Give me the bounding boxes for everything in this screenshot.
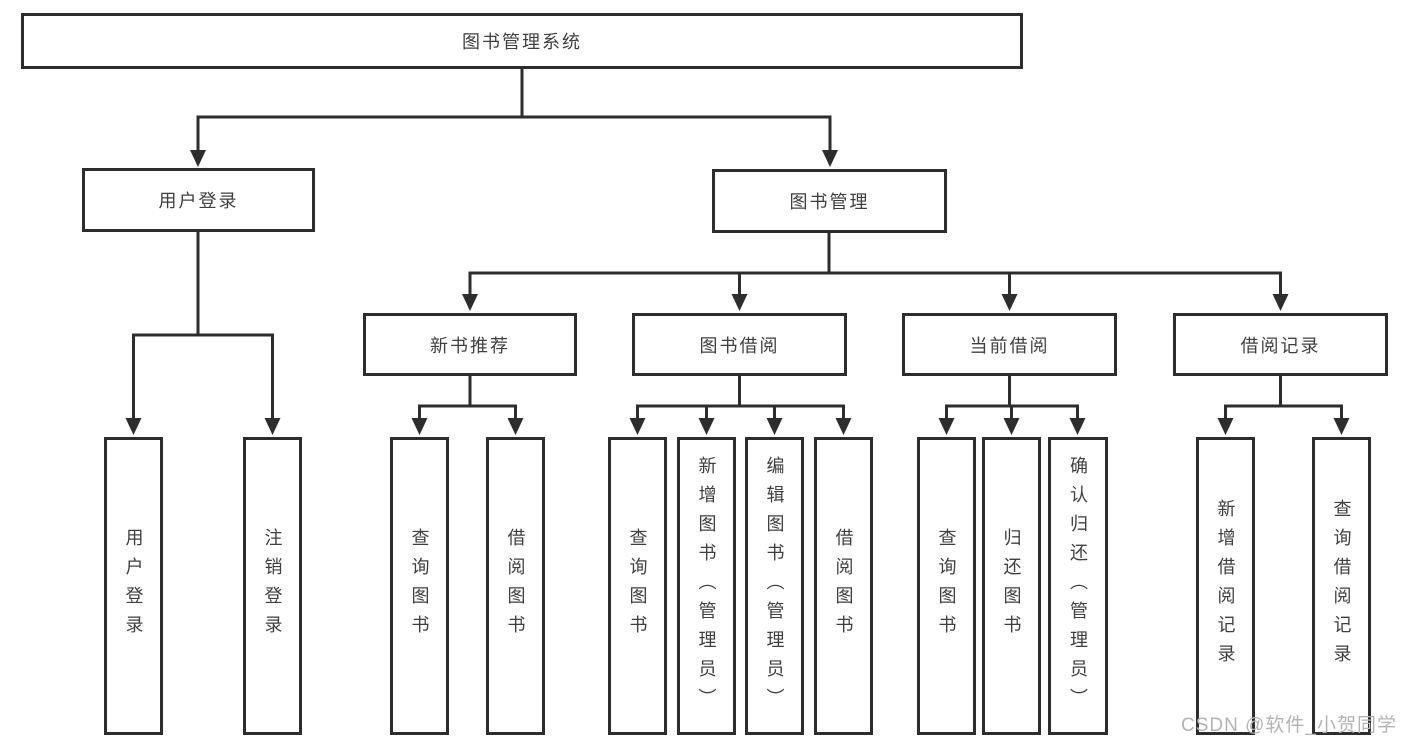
leaf-borrow-books-label: 借阅图书 [833,528,854,644]
node-current-borrow: 当前借阅 [902,313,1117,376]
node-book-management-label: 图书管理 [789,192,870,212]
watermark: CSDN @软件_小贺同学 [1181,715,1397,736]
leaf-logout: 注销登录 [243,437,302,735]
arrowhead-icon [835,418,852,435]
node-book-borrow: 图书借阅 [632,313,847,376]
leaf-logout-label: 注销登录 [262,528,283,644]
leaf-confirm-return-admin-label: 确认归还（管理员） [1068,455,1088,717]
leaf-query-borrow-record: 查询借阅记录 [1312,437,1371,735]
node-new-book-recommend-label: 新书推荐 [430,335,510,356]
leaf-user-login-label: 用户登录 [123,528,144,644]
arrowhead-icon [1272,294,1289,311]
leaf-confirm-return-admin: 确认归还（管理员） [1048,437,1108,735]
node-user-login: 用户登录 [82,168,315,232]
leaf-query-books-borrow-label: 查询图书 [627,528,648,644]
arrowhead-icon [698,418,715,435]
leaf-query-books-recommend: 查询图书 [390,437,449,735]
arrowhead-icon [507,418,524,435]
node-current-borrow-label: 当前借阅 [969,335,1050,356]
node-new-book-recommend: 新书推荐 [363,313,577,376]
arrowhead-icon [1069,418,1086,435]
leaf-query-books-borrow: 查询图书 [608,437,667,735]
arrowhead-icon [766,418,783,435]
arrowhead-icon [1003,418,1020,435]
leaf-user-login: 用户登录 [104,437,163,735]
arrowhead-icon [1217,418,1234,435]
node-book-management: 图书管理 [712,169,947,233]
arrowhead-icon [190,150,206,167]
arrowhead-icon [462,294,478,311]
arrowhead-icon [629,418,646,435]
arrowhead-icon [938,418,955,435]
leaf-edit-books-admin-label: 编辑图书（管理员） [764,455,785,717]
leaf-add-books-admin-label: 新增图书（管理员） [696,455,717,717]
leaf-edit-books-admin: 编辑图书（管理员） [745,437,804,735]
node-book-borrow-label: 图书借阅 [699,335,780,356]
leaf-query-books-current-label: 查询图书 [936,528,957,644]
leaf-add-borrow-record: 新增借阅记录 [1196,437,1255,735]
leaf-query-books-recommend-label: 查询图书 [409,528,430,644]
arrowhead-icon [125,418,142,435]
arrowhead-icon [1001,294,1018,311]
node-borrow-records: 借阅记录 [1173,313,1388,376]
arrowhead-icon [731,294,748,311]
arrowhead-icon [411,418,428,435]
leaf-add-books-admin: 新增图书（管理员） [677,437,736,735]
leaf-query-borrow-record-label: 查询借阅记录 [1331,499,1352,673]
leaf-borrow-books-recommend-label: 借阅图书 [505,528,526,644]
arrowhead-icon [264,418,281,435]
leaf-borrow-books: 借阅图书 [814,437,873,735]
arrowhead-icon [822,150,838,167]
node-user-login-label: 用户登录 [158,191,239,211]
arrowhead-icon [1333,418,1350,435]
node-borrow-records-label: 借阅记录 [1240,335,1321,356]
node-library-system: 图书管理系统 [21,13,1023,69]
node-library-system-label: 图书管理系统 [462,32,582,52]
leaf-borrow-books-recommend: 借阅图书 [486,437,545,735]
leaf-return-books-label: 归还图书 [1001,528,1022,644]
leaf-query-books-current: 查询图书 [917,437,976,735]
leaf-return-books: 归还图书 [982,437,1041,735]
leaf-add-borrow-record-label: 新增借阅记录 [1215,499,1236,673]
